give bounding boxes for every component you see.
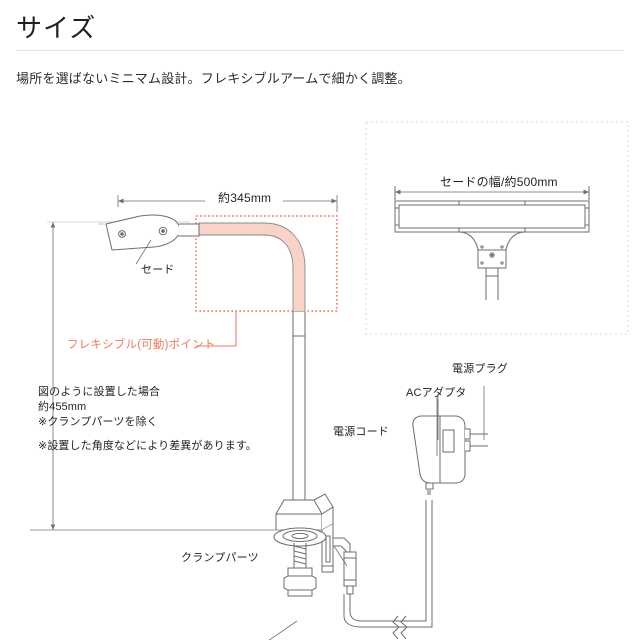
power-plug-label: 電源プラグ: [452, 363, 508, 375]
ac-adapter: [412, 415, 488, 495]
power-cord-label: 電源コード: [333, 426, 389, 438]
arm-dimension-label: 約345mm: [218, 191, 272, 205]
height-note-line-1: 図のように設置した場合: [38, 386, 161, 398]
shade-head: [98, 214, 200, 251]
front-view-inset-panel: [365, 121, 629, 335]
diagram-vector: [30, 121, 629, 640]
shade-label: セード: [141, 264, 175, 276]
height-note-line-4: ※設置した角度などにより差異があります。: [38, 440, 257, 452]
flexible-arm: [198, 222, 306, 313]
page-title: サイズ: [16, 13, 97, 43]
power-cord: [333, 500, 433, 640]
height-note-line-2: 約455mm: [38, 401, 87, 413]
title-divider: [16, 50, 624, 51]
cord-leader-line: [333, 545, 348, 567]
flexible-point-label: フレキシブル(可動)ポイント: [67, 339, 216, 351]
page-subtitle: 場所を選ばないミニマム設計。フレキシブルアームで細かく調整。: [16, 71, 411, 86]
support-pole: [292, 312, 306, 501]
clamp-leader-line: [268, 620, 298, 640]
clamp-label: クランプパーツ: [181, 552, 259, 564]
product-dimension-diagram: 約345mm セード フレキシブル(可動)ポイント 図のように設置した場合 約4…: [0, 100, 640, 640]
clamp-base: [30, 493, 334, 597]
shade-width-dimension-label: セードの幅/約500mm: [440, 175, 558, 189]
flexible-point-region: [195, 215, 338, 347]
ac-adapter-label: ACアダプタ: [406, 387, 467, 399]
height-note-line-3: ※クランプパーツを除く: [38, 416, 158, 428]
arm-dimension-line: [117, 195, 338, 212]
shade-leader-line: [135, 239, 152, 265]
front-view-shade: [394, 186, 590, 300]
